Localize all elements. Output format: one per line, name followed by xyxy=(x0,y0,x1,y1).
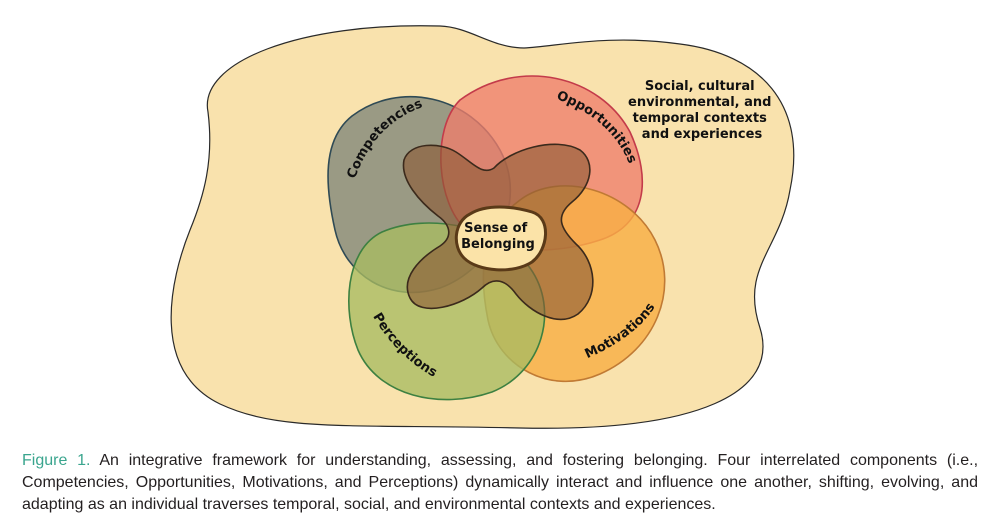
figure-caption-text: An integrative framework for understandi… xyxy=(22,452,979,513)
svg-text:Sense of Belonging: Sense of Belonging xyxy=(461,221,535,252)
figure-label: Figure 1. xyxy=(22,452,91,469)
context-label-line-1: Social, cultural xyxy=(645,79,755,94)
center-belonging-shape xyxy=(454,205,547,272)
context-label-line-3: temporal contexts xyxy=(633,111,768,126)
context-label-line-2: environmental, and xyxy=(628,95,771,110)
belonging-framework-diagram: Sense of Belonging Social, cultural envi… xyxy=(170,25,795,429)
context-label-line-4: and experiences xyxy=(642,127,763,142)
center-label-line-2: Belonging xyxy=(461,237,535,252)
figure-caption: Figure 1. An integrative framework for u… xyxy=(22,450,978,516)
svg-text:Social, cultural environme: Social, cultural environmental, and temp… xyxy=(628,79,776,142)
center-label-line-1: Sense of xyxy=(464,221,527,236)
